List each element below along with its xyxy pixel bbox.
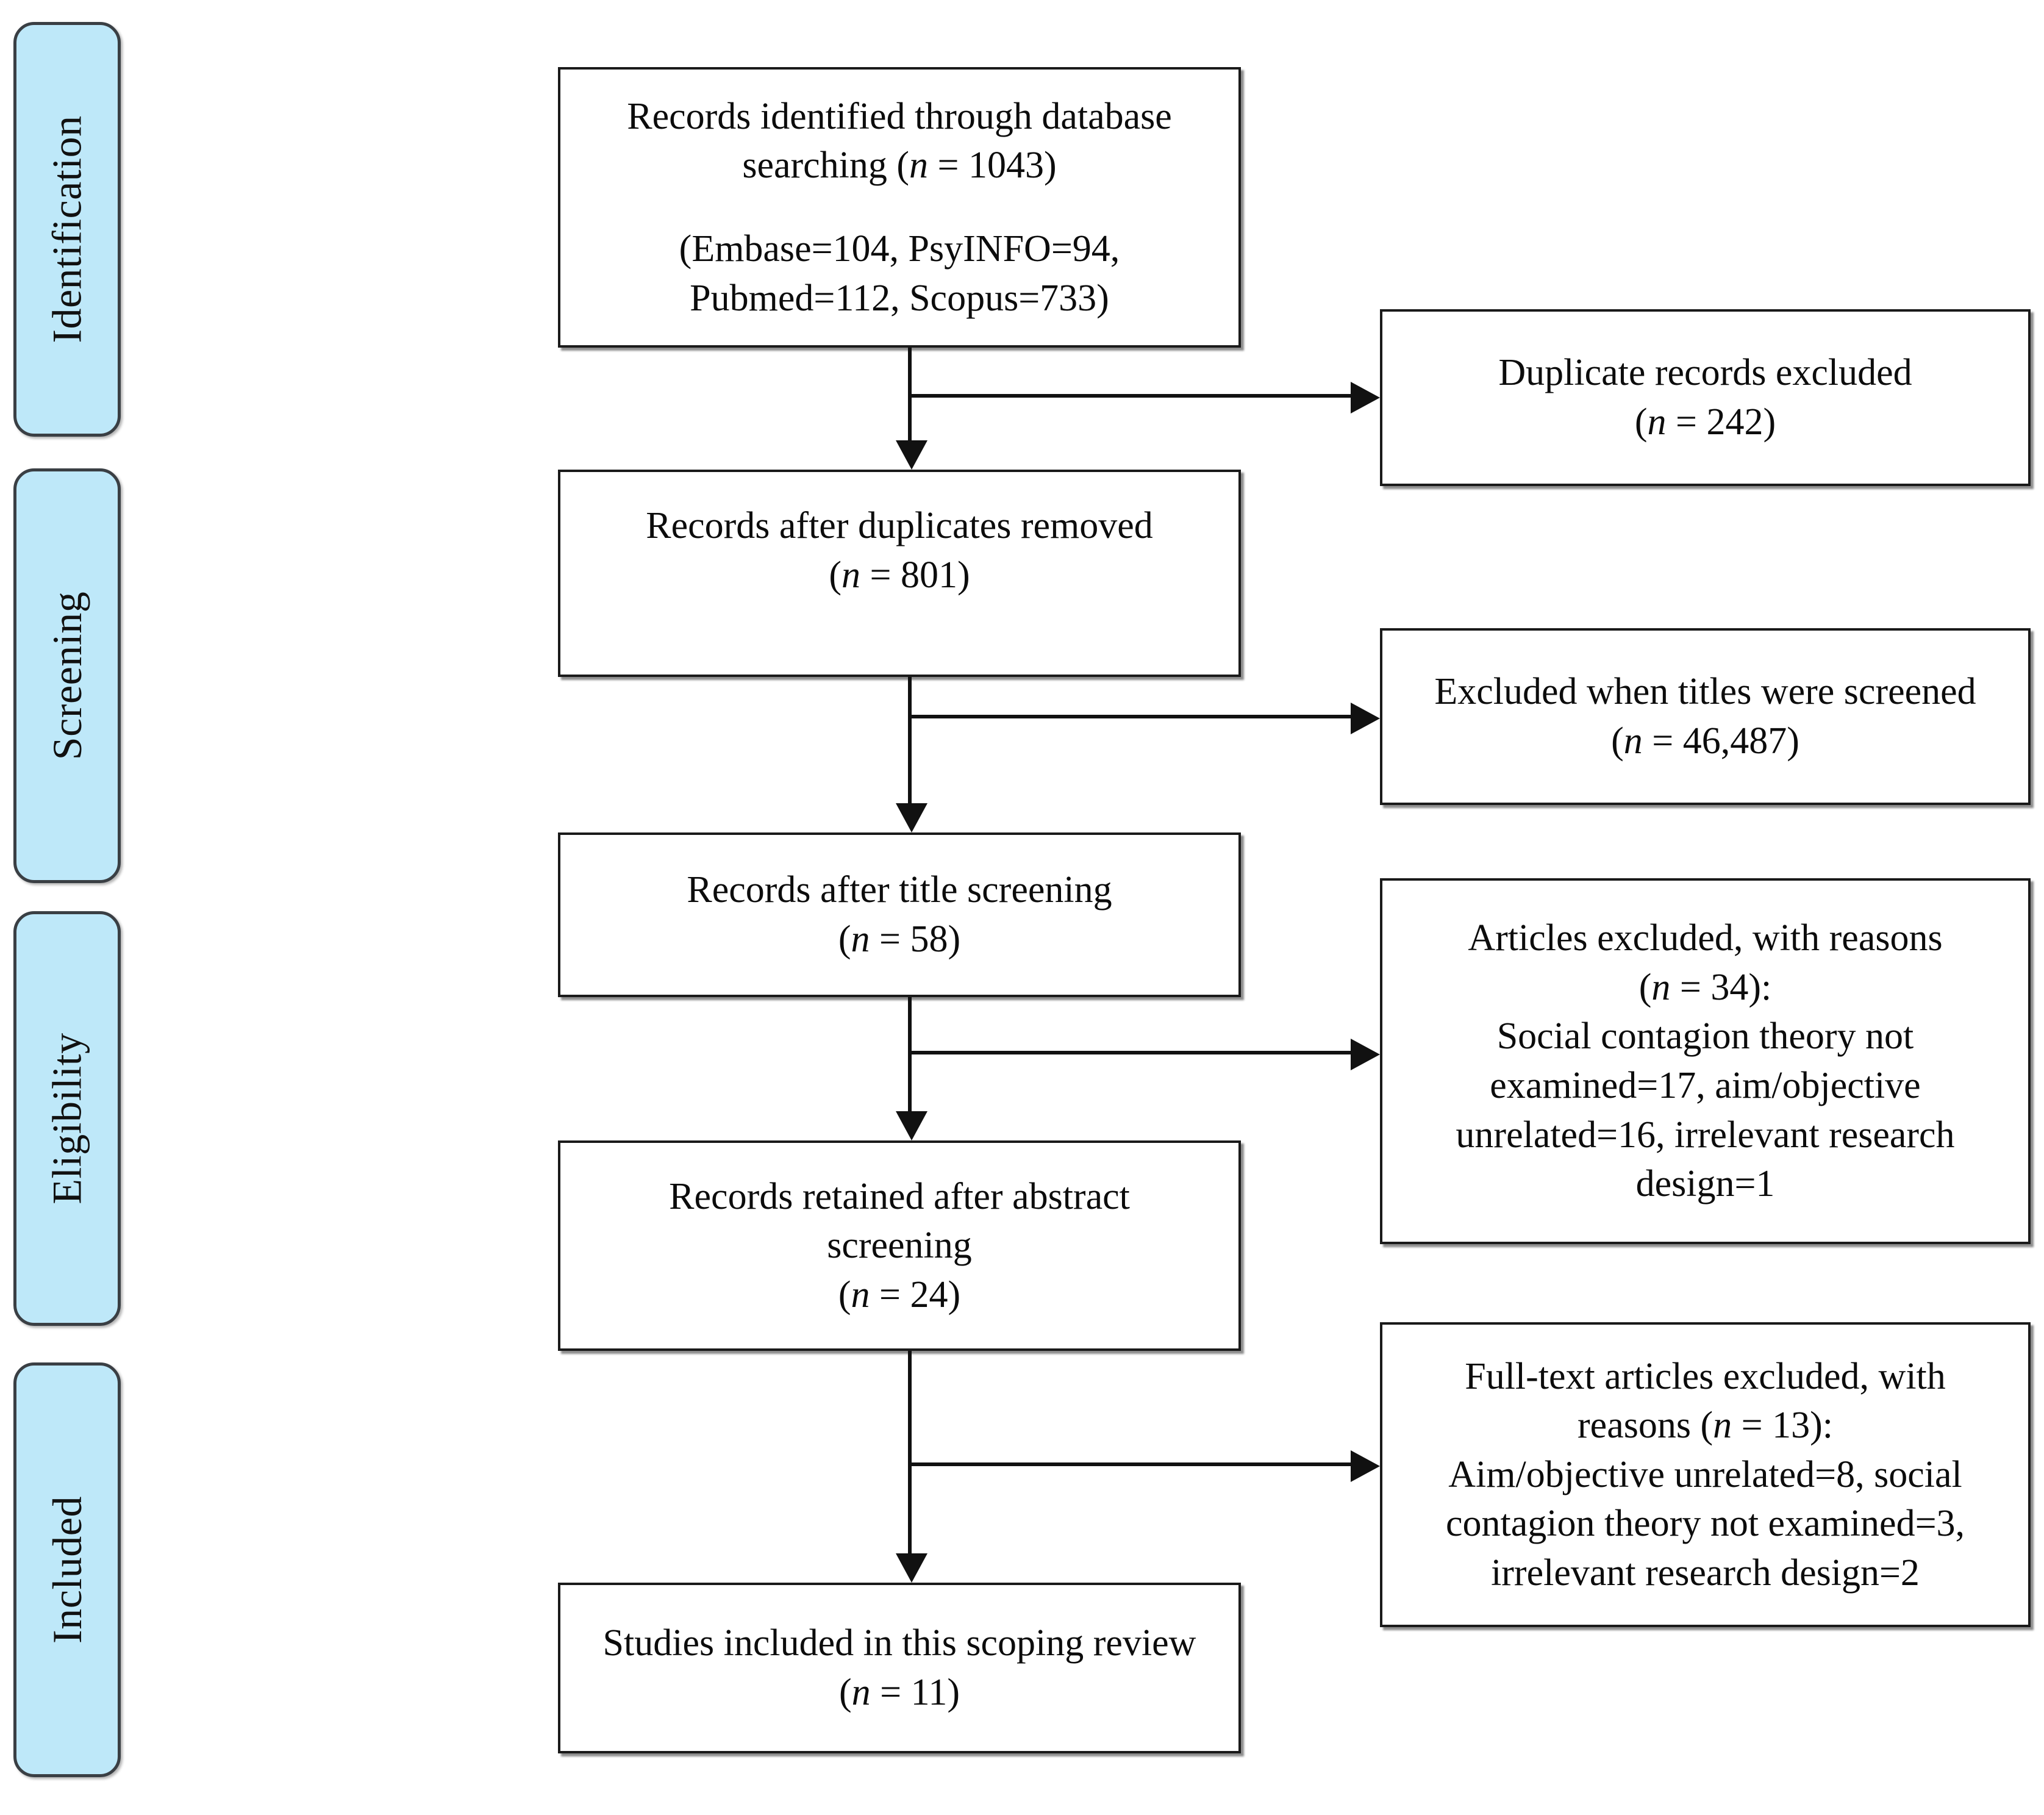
records-retained-line3-post: = 24): [870, 1273, 961, 1316]
duplicates-excluded-n-symbol: n: [1647, 401, 1667, 443]
connector-hline-to-excluded-titles: [908, 715, 1351, 718]
box-studies-included: Studies included in this scoping review …: [558, 1583, 1241, 1753]
fulltext-excluded-line2-post: = 13):: [1732, 1405, 1833, 1447]
box-records-after-duplicates-text: Records after duplicates removed (n = 80…: [581, 501, 1218, 600]
records-retained-line3-pre: (: [838, 1273, 851, 1316]
studies-included-line2-post: = 11): [870, 1672, 960, 1713]
articles-excluded-line5: unrelated=16, irrelevant research: [1456, 1114, 1955, 1156]
stage-tab-screening: Screening: [13, 468, 121, 883]
fulltext-excluded-line4: contagion theory not examined=3,: [1445, 1503, 1965, 1545]
duplicates-excluded-line2-pre: (: [1634, 401, 1648, 443]
articles-excluded-line3: Social contagion theory not: [1496, 1015, 1914, 1058]
connector-arrowhead-down-duplicates-removed: [896, 440, 927, 470]
connector-arrowhead-right-excluded-titles: [1351, 703, 1380, 734]
fulltext-excluded-line5: irrelevant research design=2: [1491, 1552, 1920, 1594]
connector-hline-to-fulltext-excluded: [908, 1462, 1351, 1466]
duplicates-excluded-line1: Duplicate records excluded: [1498, 352, 1912, 394]
studies-included-line2-pre: (: [839, 1672, 852, 1713]
studies-included-n-symbol: n: [851, 1672, 871, 1713]
records-after-duplicates-line2-post: = 801): [860, 554, 970, 596]
articles-excluded-n-symbol: n: [1651, 966, 1671, 1008]
connector-vline-duplicates-removed-to-title-screening: [908, 677, 912, 803]
connector-arrowhead-down-title-screening: [896, 803, 927, 832]
connector-hline-to-duplicates-excluded: [908, 394, 1351, 398]
records-after-title-line1: Records after title screening: [687, 869, 1112, 911]
connector-arrowhead-down-abstract-screening: [896, 1111, 927, 1140]
box-studies-included-text: Studies included in this scoping review …: [581, 1619, 1218, 1717]
records-retained-n-symbol: n: [851, 1273, 870, 1316]
records-after-title-line2-post: = 58): [870, 918, 961, 960]
box-records-retained-abstract: Records retained after abstract screenin…: [558, 1140, 1241, 1351]
records-retained-line2: screening: [827, 1225, 972, 1267]
box-articles-excluded-reasons-text: Articles excluded, with reasons (n = 34)…: [1403, 914, 2007, 1209]
articles-excluded-line6: design=1: [1635, 1163, 1775, 1205]
box-duplicates-excluded-text: Duplicate records excluded (n = 242): [1403, 348, 2007, 446]
fulltext-excluded-line3: Aim/objective unrelated=8, social: [1448, 1453, 1962, 1495]
stage-label-included: Included: [44, 1496, 90, 1644]
box-records-after-duplicates: Records after duplicates removed (n = 80…: [558, 470, 1241, 677]
records-after-duplicates-line2-pre: (: [829, 554, 842, 596]
box-excluded-titles-screened-text: Excluded when titles were screened (n = …: [1403, 667, 2007, 765]
articles-excluded-line2-pre: (: [1638, 966, 1652, 1008]
stage-tab-eligibility: Eligibility: [13, 911, 121, 1326]
records-identified-line3: (Embase=104, PsyINFO=94,: [679, 228, 1120, 270]
records-identified-line2-pre: searching (: [742, 145, 910, 187]
connector-arrowhead-right-fulltext-excluded: [1351, 1450, 1380, 1482]
box-fulltext-excluded-reasons: Full-text articles excluded, with reason…: [1380, 1322, 2031, 1627]
excluded-titles-line2-post: = 46,487): [1642, 720, 1799, 762]
records-identified-line1: Records identified through database: [627, 95, 1172, 137]
box-articles-excluded-reasons: Articles excluded, with reasons (n = 34)…: [1380, 878, 2031, 1244]
box-records-after-title-screening: Records after title screening (n = 58): [558, 832, 1241, 997]
box-records-identified-text: Records identified through database sear…: [581, 92, 1218, 323]
records-identified-line4: Pubmed=112, Scopus=733): [690, 277, 1109, 319]
stage-tab-identification: Identification: [13, 22, 121, 437]
records-after-duplicates-line1: Records after duplicates removed: [646, 505, 1153, 546]
excluded-titles-line2-pre: (: [1611, 720, 1624, 762]
box-records-identified: Records identified through database sear…: [558, 67, 1241, 348]
records-identified-n-symbol: n: [909, 145, 929, 187]
fulltext-excluded-line1: Full-text articles excluded, with: [1465, 1355, 1946, 1397]
stage-label-identification: Identification: [44, 115, 91, 343]
box-excluded-titles-screened: Excluded when titles were screened (n = …: [1380, 628, 2031, 805]
stage-label-eligibility: Eligibility: [44, 1033, 91, 1205]
connector-vline-abstract-screening-to-included: [908, 1351, 912, 1553]
studies-included-line1: Studies included in this scoping review: [602, 1622, 1196, 1664]
duplicates-excluded-line2-post: = 242): [1666, 401, 1776, 443]
excluded-titles-line1: Excluded when titles were screened: [1434, 671, 1976, 713]
articles-excluded-line2-post: = 34):: [1670, 966, 1772, 1008]
records-after-title-line2-pre: (: [838, 918, 851, 960]
articles-excluded-line4: examined=17, aim/objective: [1490, 1065, 1921, 1106]
box-records-retained-abstract-text: Records retained after abstract screenin…: [581, 1172, 1218, 1320]
records-after-title-n-symbol: n: [851, 918, 870, 960]
stage-tab-included: Included: [13, 1362, 121, 1777]
records-retained-line1: Records retained after abstract: [669, 1175, 1130, 1217]
articles-excluded-line1: Articles excluded, with reasons: [1468, 917, 1943, 959]
box-duplicates-excluded: Duplicate records excluded (n = 242): [1380, 309, 2031, 486]
excluded-titles-n-symbol: n: [1623, 720, 1643, 762]
fulltext-excluded-n-symbol: n: [1713, 1405, 1732, 1447]
connector-hline-to-articles-excluded: [908, 1051, 1351, 1054]
box-records-after-title-screening-text: Records after title screening (n = 58): [581, 865, 1218, 964]
connector-arrowhead-right-duplicates-excluded: [1351, 382, 1380, 413]
records-after-duplicates-n-symbol: n: [842, 554, 861, 596]
connector-arrowhead-down-studies-included: [896, 1553, 927, 1583]
box-fulltext-excluded-reasons-text: Full-text articles excluded, with reason…: [1403, 1352, 2007, 1598]
fulltext-excluded-line2-pre: reasons (: [1578, 1405, 1713, 1447]
connector-arrowhead-right-articles-excluded: [1351, 1039, 1380, 1070]
records-identified-line2-post: = 1043): [928, 145, 1057, 187]
stage-label-screening: Screening: [44, 591, 90, 761]
